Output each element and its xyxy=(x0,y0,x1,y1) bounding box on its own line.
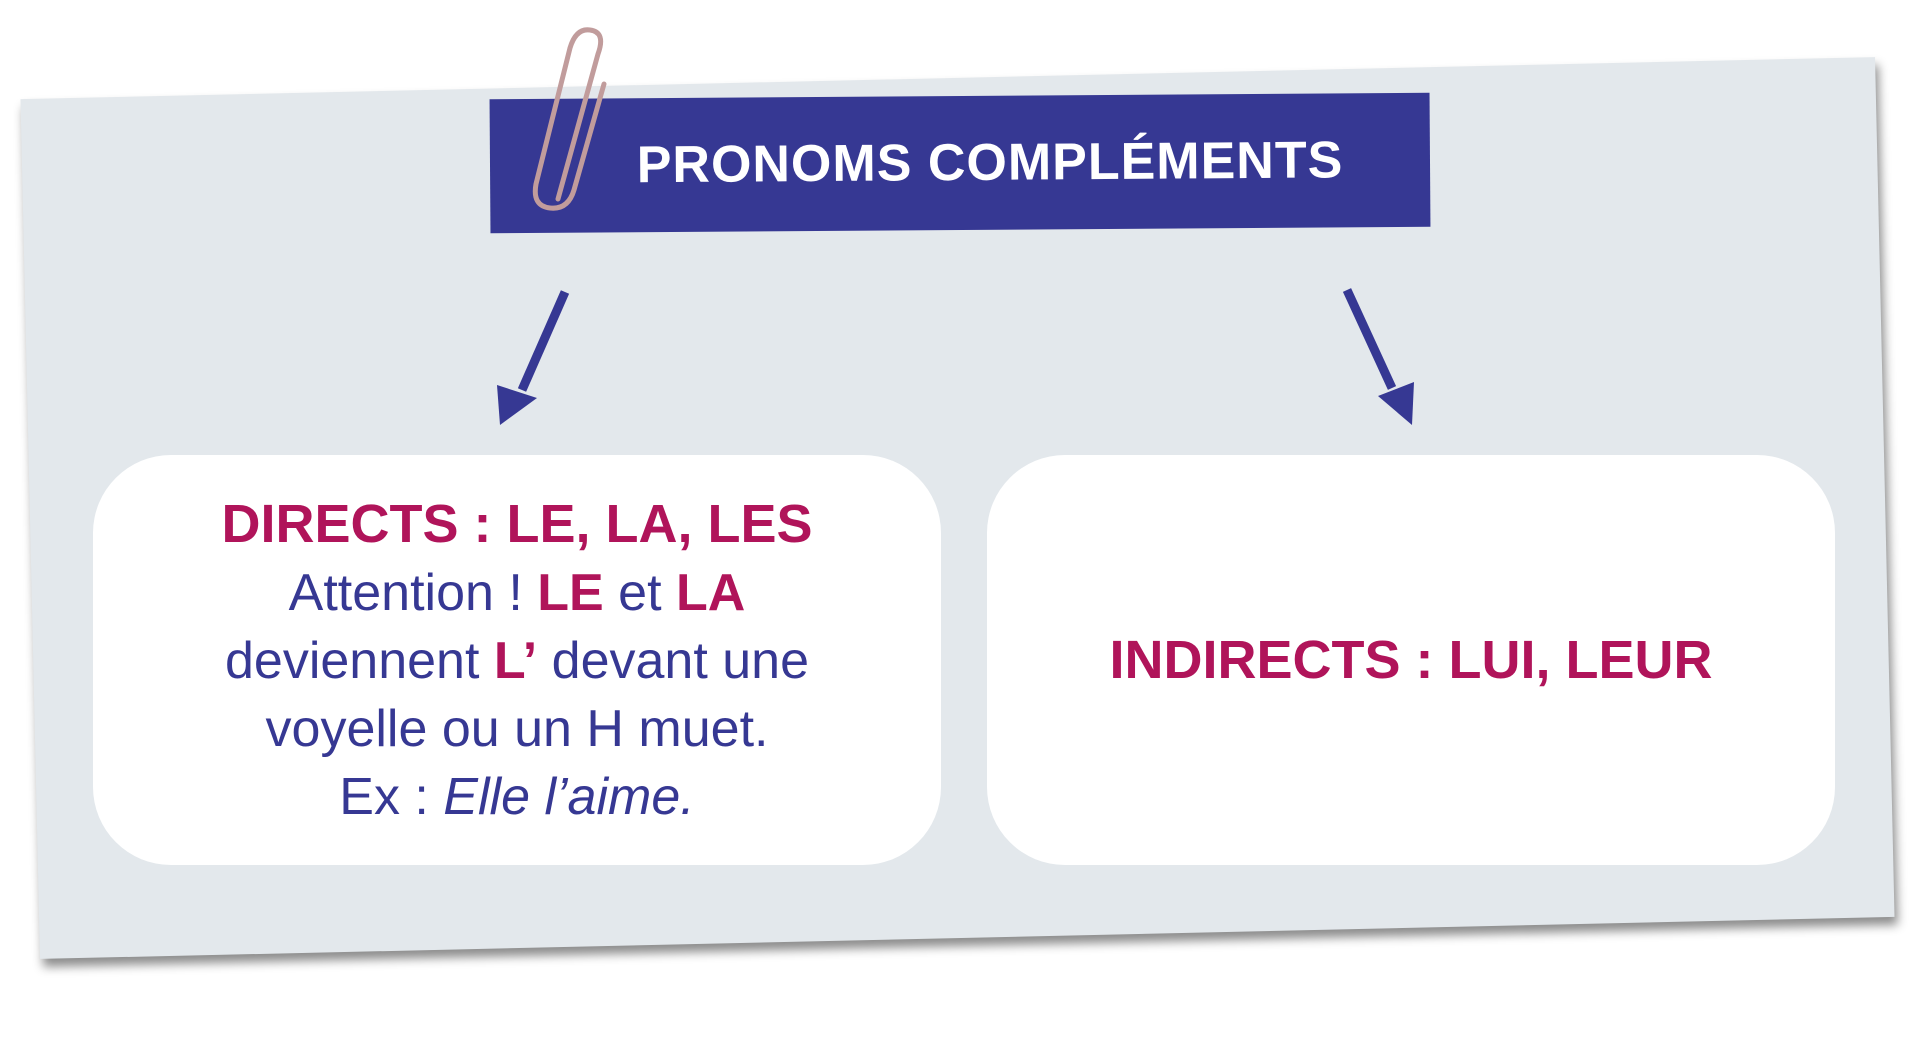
directs-heading: DIRECTS : LE, LA, LES xyxy=(221,494,813,554)
paperclip-icon xyxy=(532,27,607,211)
directs-box: DIRECTS : LE, LA, LES Attention ! LE et … xyxy=(93,455,941,865)
indirects-box: INDIRECTS : LUI, LEUR xyxy=(987,455,1835,865)
directs-line-3: voyelle ou un H muet. xyxy=(265,700,769,758)
title-banner: PRONOMS COMPLÉMENTS xyxy=(489,92,1431,234)
directs-line-2: deviennent L’ devant une xyxy=(224,632,809,690)
indirects-heading: INDIRECTS : LUI, LEUR xyxy=(1109,630,1713,690)
page-title: PRONOMS COMPLÉMENTS xyxy=(636,131,1344,195)
directs-example: Ex : Elle l’aime. xyxy=(339,768,695,826)
directs-line-1: Attention ! LE et LA xyxy=(288,564,746,622)
